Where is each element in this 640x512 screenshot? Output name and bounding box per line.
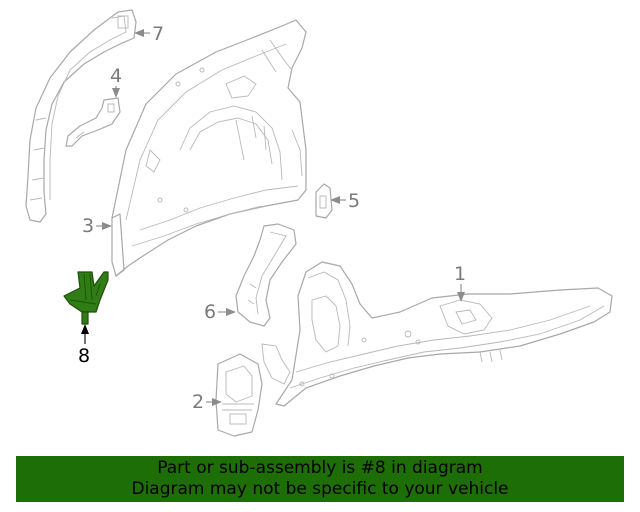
- callout-2[interactable]: 2: [192, 391, 222, 413]
- callout-number-8: 8: [78, 345, 90, 367]
- callout-3[interactable]: 3: [82, 215, 112, 237]
- banner-line-part-number: Part or sub-assembly is #8 in diagram: [157, 458, 483, 478]
- info-banner: Part or sub-assembly is #8 in diagram Di…: [16, 456, 624, 502]
- parts-diagram: 1 2 3 4 5 6 7 8: [25, 9, 613, 437]
- callout-number-4: 4: [110, 65, 122, 87]
- callout-number-6: 6: [204, 301, 216, 323]
- callout-4[interactable]: 4: [110, 65, 122, 98]
- part-1-frame-rail[interactable]: [261, 261, 613, 407]
- banner-line-disclaimer: Diagram may not be specific to your vehi…: [131, 479, 509, 499]
- callout-number-3: 3: [82, 215, 94, 237]
- callout-5[interactable]: 5: [330, 190, 360, 212]
- part-5-gusset[interactable]: [315, 183, 333, 219]
- part-2-plate[interactable]: [215, 353, 263, 437]
- part-7-pillar-strip[interactable]: [25, 9, 137, 223]
- callout-1[interactable]: 1: [454, 263, 466, 302]
- part-3-apron-assembly[interactable]: [111, 19, 307, 277]
- callout-8-selected[interactable]: 8: [78, 324, 90, 367]
- part-4-bracket[interactable]: [65, 97, 121, 147]
- callout-number-7: 7: [152, 23, 164, 45]
- part-6-reinforcement[interactable]: [235, 223, 297, 327]
- callout-number-2: 2: [192, 391, 204, 413]
- callout-number-5: 5: [348, 190, 360, 212]
- callout-7[interactable]: 7: [134, 23, 164, 45]
- callout-number-1: 1: [454, 263, 466, 285]
- part-8-bracket-highlighted[interactable]: [63, 271, 109, 325]
- callout-6[interactable]: 6: [204, 301, 236, 323]
